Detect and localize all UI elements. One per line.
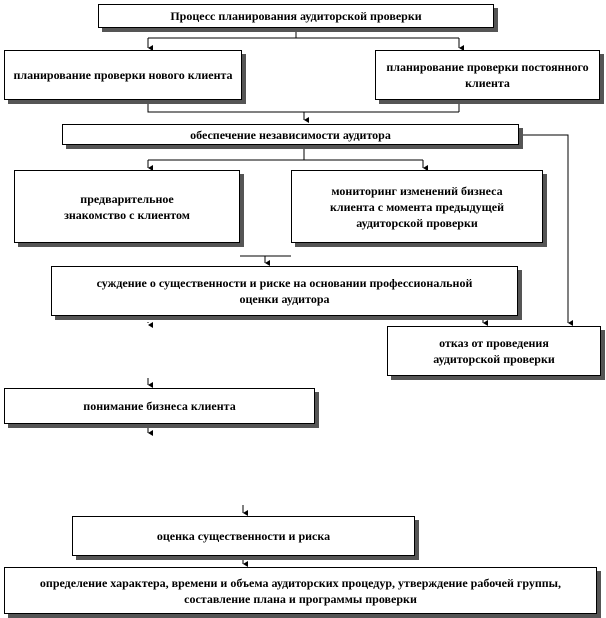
connector-independence-refusal [519, 134, 573, 326]
independence-label: обеспечение независимости аудитора [190, 127, 391, 142]
refusal-box: отказ от проведения аудиторской проверки [387, 326, 601, 376]
connector-independence-split [148, 145, 423, 161]
procedures-label: определение характера, времени и объема … [39, 575, 562, 606]
business-box: понимание бизнеса клиента [4, 388, 315, 424]
process-title-box: Процесс планирования аудиторской проверк… [98, 4, 494, 28]
materiality-box: оценка существенности и риска [72, 516, 415, 556]
refusal-label: отказ от проведения аудиторской проверки [433, 336, 555, 366]
connector-to-judgement [240, 255, 291, 263]
connector-clients-merge [147, 100, 460, 120]
process-title: Процесс планирования аудиторской проверк… [170, 9, 422, 23]
judgement-box: суждение о существенности и риске на осн… [51, 266, 518, 316]
monitoring-label: мониторинг изменений бизнеса клиента с м… [329, 183, 505, 230]
procedures-box: определение характера, времени и объема … [4, 567, 597, 614]
new-client-label: планирование проверки нового клиента [13, 68, 233, 82]
preliminary-label: предварительное знакомство с клиентом [64, 191, 190, 222]
independence-box: обеспечение независимости аудитора [62, 124, 519, 145]
materiality-label: оценка существенности и риска [156, 529, 331, 543]
new-client-box: планирование проверки нового клиента [4, 50, 242, 100]
preliminary-box: предварительное знакомство с клиентом [14, 170, 240, 243]
connector-process-split [147, 28, 460, 48]
regular-client-box: планирование проверки постоянного клиент… [375, 50, 600, 100]
judgement-label: суждение о существенности и риске на осн… [96, 276, 473, 306]
monitoring-box: мониторинг изменений бизнеса клиента с м… [291, 170, 543, 243]
regular-client-label: планирование проверки постоянного клиент… [386, 60, 589, 90]
business-label: понимание бизнеса клиента [83, 399, 236, 413]
